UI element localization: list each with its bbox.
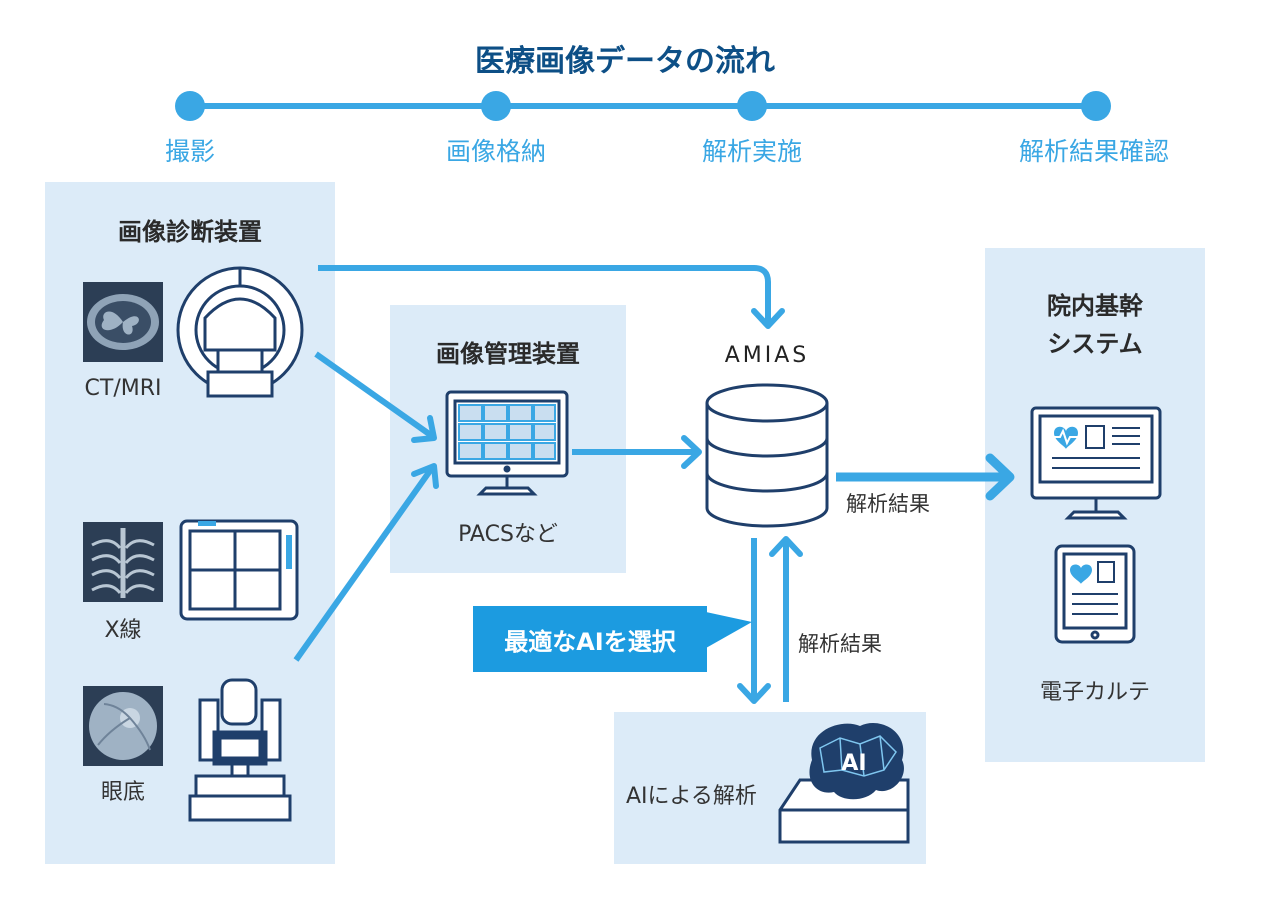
label-xray: X線 bbox=[104, 618, 142, 643]
ct-scan-icon bbox=[83, 282, 163, 362]
ct-scanner-icon bbox=[176, 266, 304, 398]
pacs-heading: 画像管理装置 bbox=[436, 340, 580, 368]
timeline-dot bbox=[737, 91, 767, 121]
pacs-label: PACSなど bbox=[458, 522, 558, 547]
modality-heading: 画像診断装置 bbox=[118, 218, 262, 246]
emr-tablet-icon bbox=[1054, 544, 1136, 644]
step-analysis: 解析実施 bbox=[701, 137, 802, 166]
amias-label: AMIAS bbox=[724, 343, 810, 368]
page-title: 医療画像データの流れ bbox=[475, 44, 775, 79]
emr-label: 電子カルテ bbox=[1039, 680, 1150, 705]
label-fundus: 眼底 bbox=[100, 780, 145, 805]
arrow-ct-to-pacs bbox=[314, 351, 434, 439]
result-label-down: 解析結果 bbox=[798, 632, 882, 656]
arrow-ct-to-amias bbox=[318, 265, 771, 324]
xray-panel-icon bbox=[179, 519, 299, 621]
fundus-icon bbox=[83, 686, 163, 766]
result-label-right: 解析結果 bbox=[846, 492, 930, 516]
timeline-dot bbox=[175, 91, 205, 121]
ai-chip-icon: AI bbox=[778, 723, 910, 844]
step-storage: 画像格納 bbox=[445, 137, 546, 166]
label-ct-mri: CT/MRI bbox=[84, 376, 162, 401]
fundus-camera-icon bbox=[188, 678, 292, 822]
xray-icon bbox=[83, 522, 163, 602]
ai-analysis-label: AIによる解析 bbox=[626, 784, 757, 809]
hospital-heading-line2: システム bbox=[1047, 330, 1143, 358]
timeline-dot bbox=[1081, 91, 1111, 121]
ai-select-callout: 最適なAIを選択 bbox=[473, 606, 707, 672]
arrow-fundus-to-pacs bbox=[293, 466, 435, 662]
amias-database-icon bbox=[705, 383, 829, 528]
step-review: 解析結果確認 bbox=[1018, 137, 1169, 166]
timeline bbox=[175, 91, 1111, 121]
pacs-monitor-icon bbox=[445, 390, 569, 496]
ai-select-pointer bbox=[706, 612, 752, 648]
timeline-dot bbox=[481, 91, 511, 121]
step-capture: 撮影 bbox=[164, 137, 215, 166]
ai-select-text: 最適なAIを選択 bbox=[504, 627, 676, 656]
emr-monitor-icon bbox=[1030, 406, 1162, 520]
flow-arrows bbox=[293, 265, 1015, 704]
hospital-heading-line1: 院内基幹 bbox=[1047, 292, 1143, 320]
ai-chip-text: AI bbox=[841, 751, 866, 776]
